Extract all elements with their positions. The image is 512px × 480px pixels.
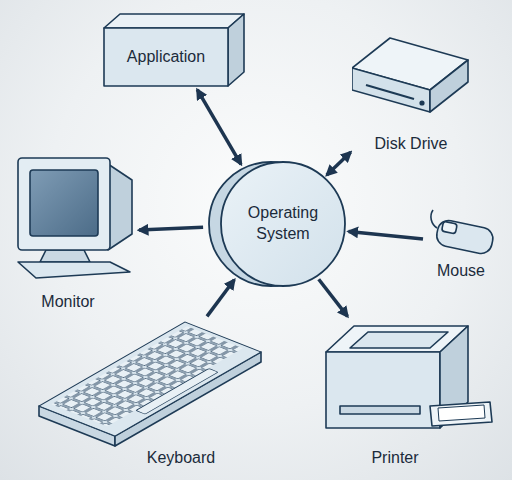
node-label: Printer — [320, 446, 470, 470]
arrow-connector — [327, 152, 351, 175]
node-label: Operating System — [235, 178, 331, 270]
node-label: Mouse — [425, 260, 497, 282]
keyboard-node: Keyboard — [35, 318, 263, 470]
disk-drive-node: Disk Drive — [352, 30, 470, 158]
os-node: Operating System — [205, 158, 347, 290]
arrow-connector — [197, 90, 241, 165]
node-label: Monitor — [12, 290, 124, 314]
node-label: Keyboard — [99, 446, 263, 470]
arrow-connector — [207, 280, 234, 317]
application-node: Application — [100, 12, 248, 88]
monitor-icon — [12, 152, 137, 314]
node-label: Disk Drive — [352, 132, 470, 156]
arrow-connector — [349, 231, 423, 239]
arrow-connector — [139, 227, 203, 230]
printer-icon — [320, 318, 495, 470]
mouse-node: Mouse — [425, 204, 500, 282]
os-cylinder — [205, 158, 347, 290]
node-label: Application — [104, 28, 228, 86]
keyboard-icon — [35, 318, 263, 470]
arrow-connector — [319, 279, 348, 316]
monitor-node: Monitor — [12, 152, 137, 314]
printer-node: Printer — [320, 318, 495, 470]
